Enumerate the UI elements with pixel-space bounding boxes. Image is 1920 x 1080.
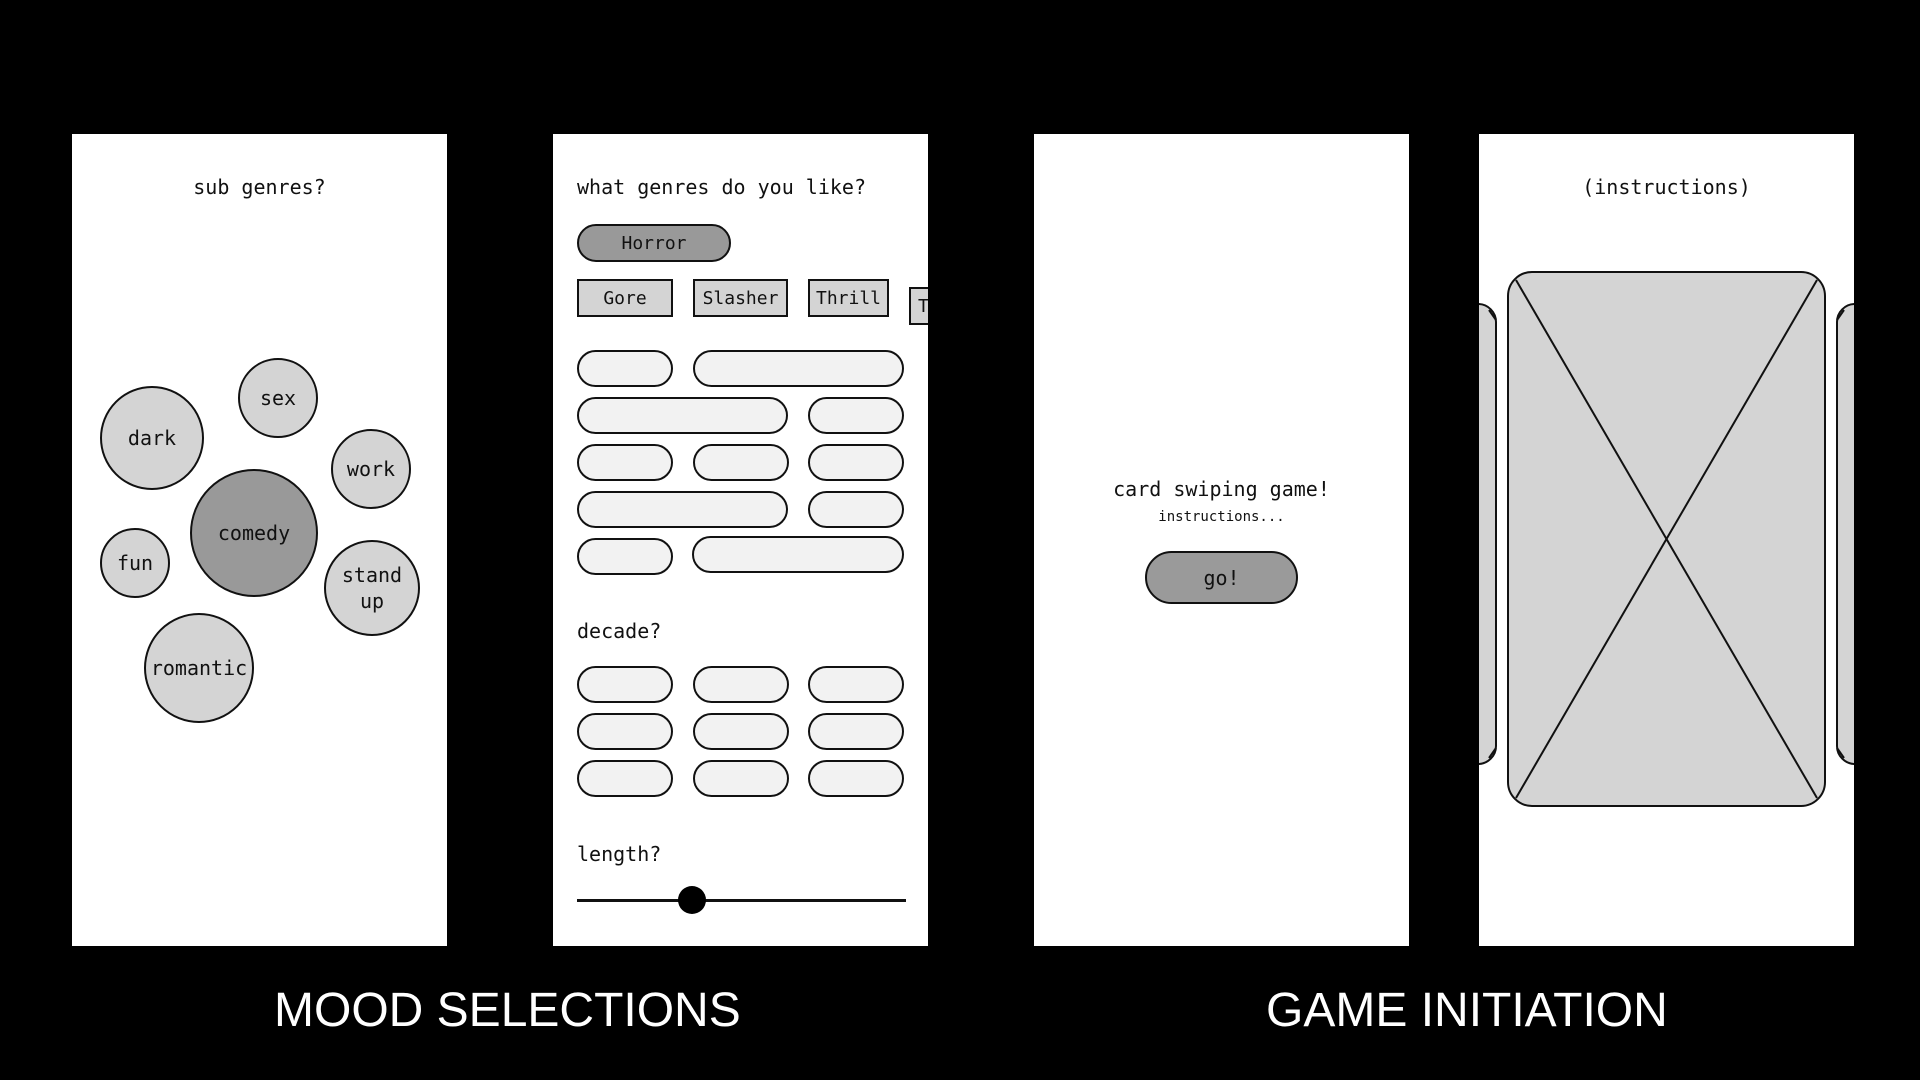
length-slider-track[interactable] (577, 899, 906, 902)
genre-option[interactable] (577, 491, 788, 528)
go-button[interactable]: go! (1145, 551, 1298, 604)
length-label: length? (577, 842, 662, 866)
length-slider-knob[interactable] (678, 886, 707, 914)
genres-screen: what genres do you like? Horror Gore Sla… (553, 134, 928, 946)
genre-option[interactable] (577, 444, 673, 481)
card-stack (1479, 271, 1854, 807)
game-subtitle: instructions... (1158, 509, 1285, 525)
swipe-instructions: (instructions) (1582, 175, 1751, 199)
subgenres-screen: sub genres? dark sex work comedy fun sta… (72, 134, 447, 946)
swipe-screen: (instructions) (1479, 134, 1854, 946)
next-card (1836, 303, 1854, 765)
decade-option[interactable] (577, 760, 673, 797)
decade-option[interactable] (693, 760, 789, 797)
bubble-romantic[interactable]: romantic (144, 613, 254, 723)
genre-option[interactable] (808, 444, 904, 481)
game-intro-screen: card swiping game! instructions... go! (1034, 134, 1409, 946)
genres-title: what genres do you like? (577, 175, 866, 199)
decade-option[interactable] (577, 713, 673, 750)
bubble-dark[interactable]: dark (100, 386, 204, 490)
genre-option[interactable] (577, 538, 673, 575)
genre-option[interactable] (692, 536, 904, 573)
game-initiation-caption: GAME INITIATION (1266, 984, 1668, 1037)
decade-option[interactable] (808, 713, 904, 750)
bubble-comedy[interactable]: comedy (190, 469, 318, 597)
bubble-sex[interactable]: sex (238, 358, 318, 438)
genre-option[interactable] (808, 397, 904, 434)
game-title: card swiping game! (1113, 477, 1330, 501)
previous-card (1479, 303, 1497, 765)
genre-option[interactable] (808, 491, 904, 528)
genre-chip-selected[interactable]: Horror (577, 224, 731, 262)
decade-option[interactable] (808, 760, 904, 797)
genre-option[interactable] (577, 397, 788, 434)
subgenres-title: sub genres? (193, 175, 326, 199)
subgenre-tag[interactable]: Thrill (808, 279, 889, 317)
decade-option[interactable] (693, 713, 789, 750)
subgenre-tag[interactable]: Slasher (693, 279, 788, 317)
genre-option[interactable] (693, 444, 789, 481)
subgenre-tag[interactable]: T (909, 287, 928, 325)
bubble-work[interactable]: work (331, 429, 411, 509)
decade-option[interactable] (808, 666, 904, 703)
decade-label: decade? (577, 619, 662, 643)
decade-option[interactable] (577, 666, 673, 703)
subgenre-tag[interactable]: Gore (577, 279, 673, 317)
mood-selections-caption: MOOD SELECTIONS (274, 984, 741, 1037)
decade-option[interactable] (693, 666, 789, 703)
genre-option[interactable] (693, 350, 904, 387)
bubble-stand-up[interactable]: stand up (324, 540, 420, 636)
genre-option[interactable] (577, 350, 673, 387)
bubble-fun[interactable]: fun (100, 528, 170, 598)
image-placeholder-line (1515, 279, 1818, 799)
